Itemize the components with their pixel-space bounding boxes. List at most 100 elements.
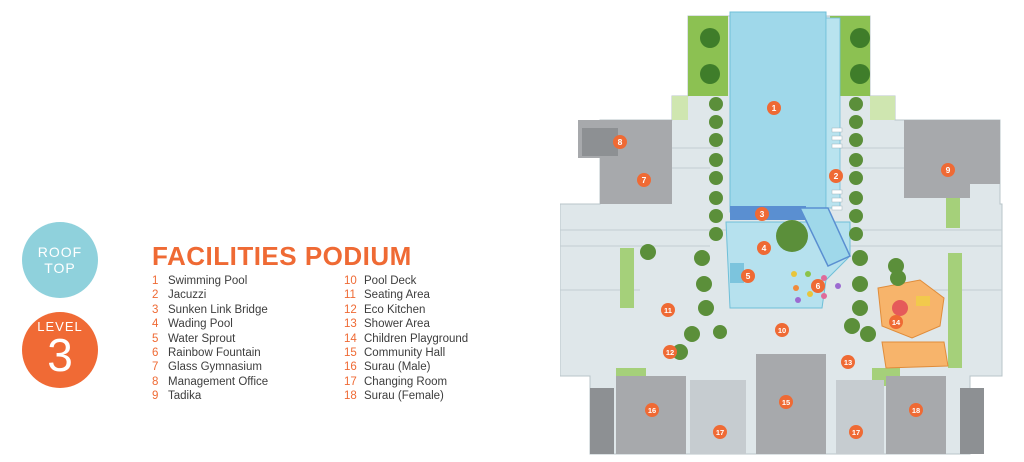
tadika-building [904, 120, 1000, 198]
legend-label: Changing Room [364, 375, 448, 388]
legend-number: 15 [344, 347, 357, 360]
marker-label: 3 [760, 209, 765, 219]
marker-dot [663, 345, 677, 359]
legend-label: Seating Area [364, 289, 430, 302]
legend-label: Jacuzzi [168, 289, 207, 302]
legend-item: 1 Swimming Pool [152, 274, 268, 288]
palm-trees [700, 28, 870, 84]
facility-marker-11[interactable]: 11 [661, 303, 675, 317]
legend-item: 17 Changing Room [344, 375, 468, 389]
legend-item: 13 Shower Area [344, 317, 468, 331]
facility-marker-2[interactable]: 2 [829, 169, 843, 183]
legend-number: 13 [344, 318, 357, 331]
legend-label: Tadika [168, 390, 202, 403]
green-strip [948, 253, 962, 368]
water-sprout [730, 263, 744, 283]
legend-number: 17 [344, 375, 357, 388]
children-playground [877, 279, 949, 369]
legend-number: 11 [344, 289, 356, 302]
facility-marker-7[interactable]: 7 [637, 173, 651, 187]
marker-label: 6 [816, 281, 821, 291]
facility-marker-15[interactable]: 15 [779, 395, 793, 409]
legend-label: Glass Gymnasium [168, 361, 262, 374]
rainbow-fountain [791, 271, 841, 303]
legend-number: 16 [344, 361, 357, 374]
legend-number: 2 [152, 289, 159, 302]
facility-marker-17[interactable]: 17 [849, 425, 863, 439]
marker-dot [755, 207, 769, 221]
facility-marker-13[interactable]: 13 [841, 355, 855, 369]
legend-number: 5 [152, 332, 159, 345]
marker-dot [613, 135, 627, 149]
facility-marker-9[interactable]: 9 [941, 163, 955, 177]
marker-label: 2 [834, 171, 839, 181]
facility-marker-16[interactable]: 16 [645, 403, 659, 417]
legend-label: Management Office [168, 375, 269, 388]
facility-marker-8[interactable]: 8 [613, 135, 627, 149]
legend-number: 8 [152, 375, 159, 388]
level-3-badge[interactable]: LEVEL 3 [22, 312, 98, 388]
marker-label: 7 [642, 175, 647, 185]
legend-label: Pool Deck [364, 275, 417, 287]
facility-marker-3[interactable]: 3 [755, 207, 769, 221]
rooftop-badge[interactable]: ROOF TOP [22, 222, 98, 298]
marker-label: 13 [844, 358, 852, 367]
facility-marker-12[interactable]: 12 [663, 345, 677, 359]
marker-dot [767, 101, 781, 115]
marker-dot [941, 163, 955, 177]
marker-dot [779, 395, 793, 409]
legend-number: 10 [344, 275, 357, 287]
facility-marker-18[interactable]: 18 [909, 403, 923, 417]
legend-number: 3 [152, 303, 159, 316]
marker-dot [741, 269, 755, 283]
changing-room-left [690, 380, 746, 454]
marker-label: 9 [946, 165, 951, 175]
marker-label: 16 [648, 406, 656, 415]
legend-item: 11 Seating Area [344, 288, 468, 302]
legend-number: 4 [152, 318, 159, 331]
facilities-legend-left: 1 Swimming Pool 2 Jacuzzi 3 Sunken Link Bri… [152, 274, 268, 404]
legend-item: 7 Glass Gymnasium [152, 360, 268, 374]
legend-label: Swimming Pool [168, 275, 248, 287]
legend-item: 9 Tadika [152, 389, 268, 403]
facility-marker-14[interactable]: 14 [889, 315, 903, 329]
marker-dot [841, 355, 855, 369]
marker-label: 4 [762, 243, 767, 253]
legend-item: 8 Management Office [152, 375, 268, 389]
marker-dot [909, 403, 923, 417]
rooftop-badge-line2: TOP [44, 260, 76, 276]
legend-number: 1 [152, 275, 159, 287]
legend-item: 3 Sunken Link Bridge [152, 303, 268, 317]
marker-dot [757, 241, 771, 255]
marker-label: 5 [746, 271, 751, 281]
marker-label: 18 [912, 406, 920, 415]
facility-marker-1[interactable]: 1 [767, 101, 781, 115]
level-badge-word: LEVEL [37, 319, 83, 334]
facility-marker-5[interactable]: 5 [741, 269, 755, 283]
facility-marker-4[interactable]: 4 [757, 241, 771, 255]
legend-number: 9 [152, 390, 159, 403]
marker-dot [775, 323, 789, 337]
legend-label: Sunken Link Bridge [168, 303, 268, 316]
marker-dot [661, 303, 675, 317]
legend-number: 7 [152, 361, 159, 374]
legend-label: Shower Area [364, 318, 430, 331]
legend-label: Surau (Female) [364, 390, 444, 403]
management-office-building [582, 128, 618, 156]
legend-label: Children Playground [364, 332, 469, 345]
facility-marker-6[interactable]: 6 [811, 279, 825, 293]
legend-item: 10 Pool Deck [344, 274, 468, 288]
marker-label: 15 [782, 398, 790, 407]
page-title: FACILITIES PODIUM [152, 241, 412, 271]
facility-marker-17[interactable]: 17 [713, 425, 727, 439]
facility-marker-10[interactable]: 10 [775, 323, 789, 337]
lounge-chairs [831, 127, 843, 211]
green-strip [620, 248, 634, 308]
legend-label: Water Sprout [168, 332, 236, 345]
rooftop-badge-line1: ROOF [37, 244, 83, 260]
